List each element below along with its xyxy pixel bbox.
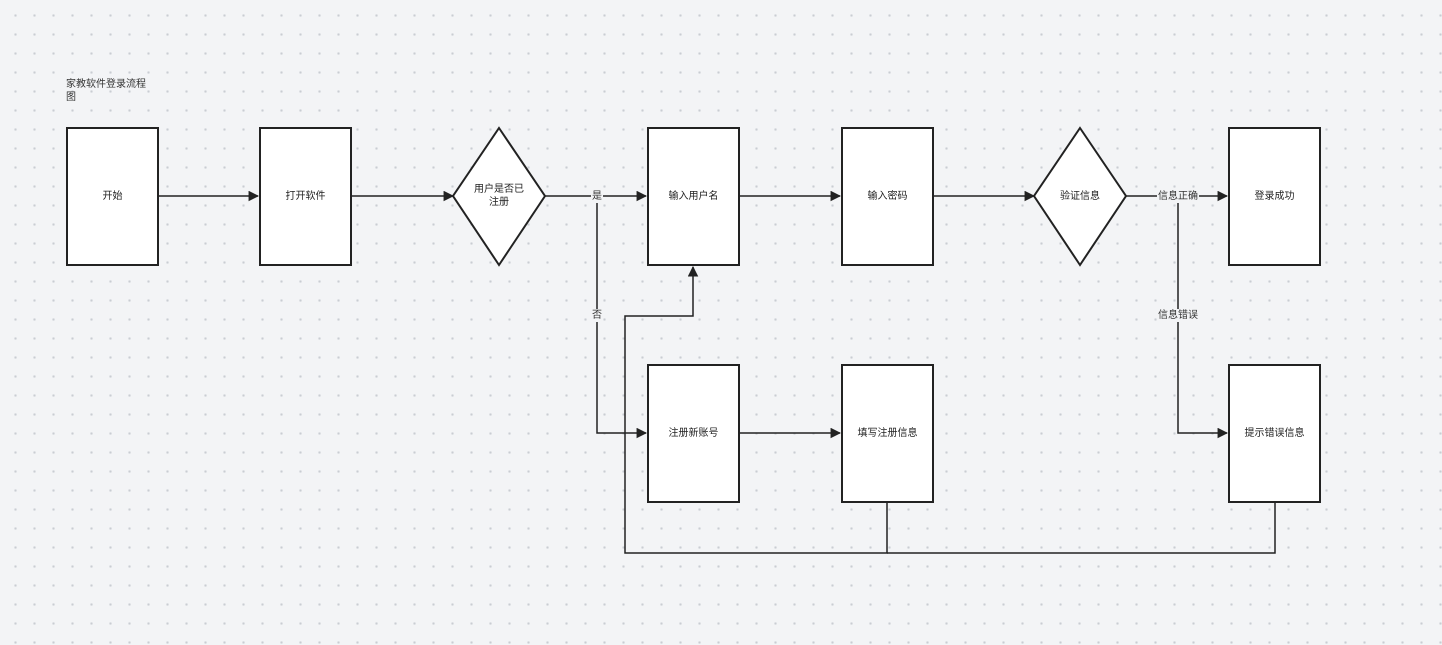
edge-fill-return xyxy=(624,265,888,554)
edge-label-no: 否 xyxy=(591,309,603,322)
edge-error-return xyxy=(887,502,1276,554)
decision-verify-shape[interactable] xyxy=(1032,126,1128,267)
decision-registered-shape[interactable] xyxy=(451,126,547,267)
node-register-new[interactable]: 注册新账号 xyxy=(647,364,740,503)
node-start[interactable]: 开始 xyxy=(66,127,159,266)
decision-registered-label: 用户是否已注册 xyxy=(474,184,524,208)
node-enter-password[interactable]: 输入密码 xyxy=(841,127,934,266)
node-show-error[interactable]: 提示错误信息 xyxy=(1228,364,1321,503)
decision-verify-label: 验证信息 xyxy=(1060,190,1100,202)
diagram-title: 家教软件登录流程图 xyxy=(66,79,146,103)
node-enter-username[interactable]: 输入用户名 xyxy=(647,127,740,266)
node-fill-register-info[interactable]: 填写注册信息 xyxy=(841,364,934,503)
edge-label-yes: 是 xyxy=(591,190,603,203)
edge-label-info-correct: 信息正确 xyxy=(1157,190,1199,203)
node-login-success[interactable]: 登录成功 xyxy=(1228,127,1321,266)
node-open-app[interactable]: 打开软件 xyxy=(259,127,352,266)
edge-verify-error xyxy=(1177,196,1229,439)
edge-decision-register xyxy=(596,196,648,439)
edge-label-info-error: 信息错误 xyxy=(1157,309,1199,322)
